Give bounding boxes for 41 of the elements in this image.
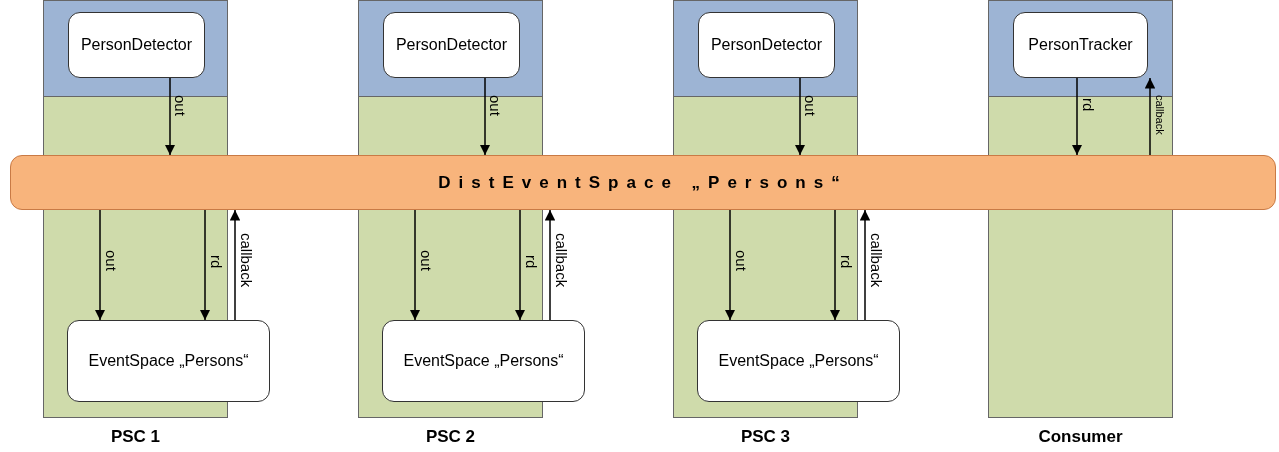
column-title: PSC 1 (109, 427, 162, 447)
edge-label: callback (869, 233, 884, 288)
edge-label: rd (1081, 98, 1096, 112)
process-box: PersonDetector (68, 12, 205, 78)
arrow (829, 209, 841, 321)
column-title: PSC 2 (424, 427, 477, 447)
arrow (1071, 77, 1083, 156)
arrow (794, 77, 806, 156)
process-box: PersonDetector (383, 12, 520, 78)
arrow (544, 209, 556, 321)
edge-label: callback (239, 233, 254, 288)
arrow (409, 209, 421, 321)
band-title: DistEventSpace „Persons“ (438, 172, 848, 193)
process-box: PersonDetector (698, 12, 835, 78)
edge-label: out (104, 250, 119, 271)
column-title: PSC 3 (739, 427, 792, 447)
arrow (724, 209, 736, 321)
arrow (479, 77, 491, 156)
arrow (164, 77, 176, 156)
arrow (859, 209, 871, 321)
arrow (229, 209, 241, 321)
edge-label: out (173, 95, 188, 116)
shared-space-band (10, 155, 1276, 210)
edge-label: rd (839, 255, 854, 269)
process-box: EventSpace „Persons“ (67, 320, 270, 402)
arrow (514, 209, 526, 321)
edge-label: rd (209, 255, 224, 269)
arrow (94, 209, 106, 321)
process-box: PersonTracker (1013, 12, 1148, 78)
arrow (1144, 77, 1156, 156)
edge-label: rd (524, 255, 539, 269)
edge-label: out (419, 250, 434, 271)
process-box: EventSpace „Persons“ (697, 320, 900, 402)
edge-label: out (488, 95, 503, 116)
edge-label: out (803, 95, 818, 116)
arrow (199, 209, 211, 321)
column-title: Consumer (1037, 427, 1124, 447)
edge-label: callback (554, 233, 569, 288)
edge-label: out (734, 250, 749, 271)
edge-label: callback (1154, 95, 1165, 135)
process-box: EventSpace „Persons“ (382, 320, 585, 402)
